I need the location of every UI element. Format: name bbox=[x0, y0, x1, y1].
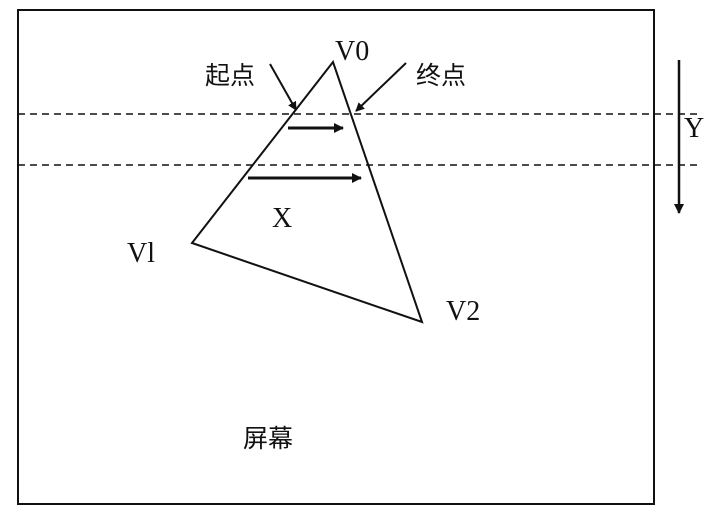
screen-frame bbox=[17, 9, 655, 505]
end-point-label: 终点 bbox=[416, 61, 466, 90]
start-point-label: 起点 bbox=[205, 61, 255, 90]
x-label: X bbox=[272, 203, 292, 234]
triangle bbox=[190, 59, 424, 324]
y-label: Y bbox=[684, 113, 704, 144]
screen-label: 屏幕 bbox=[243, 424, 293, 453]
v0-label: V0 bbox=[335, 36, 369, 67]
v1-label: Vl bbox=[127, 238, 155, 269]
start-point-pointer bbox=[269, 63, 297, 111]
end-point-pointer bbox=[355, 62, 407, 112]
v2-label: V2 bbox=[446, 296, 480, 327]
